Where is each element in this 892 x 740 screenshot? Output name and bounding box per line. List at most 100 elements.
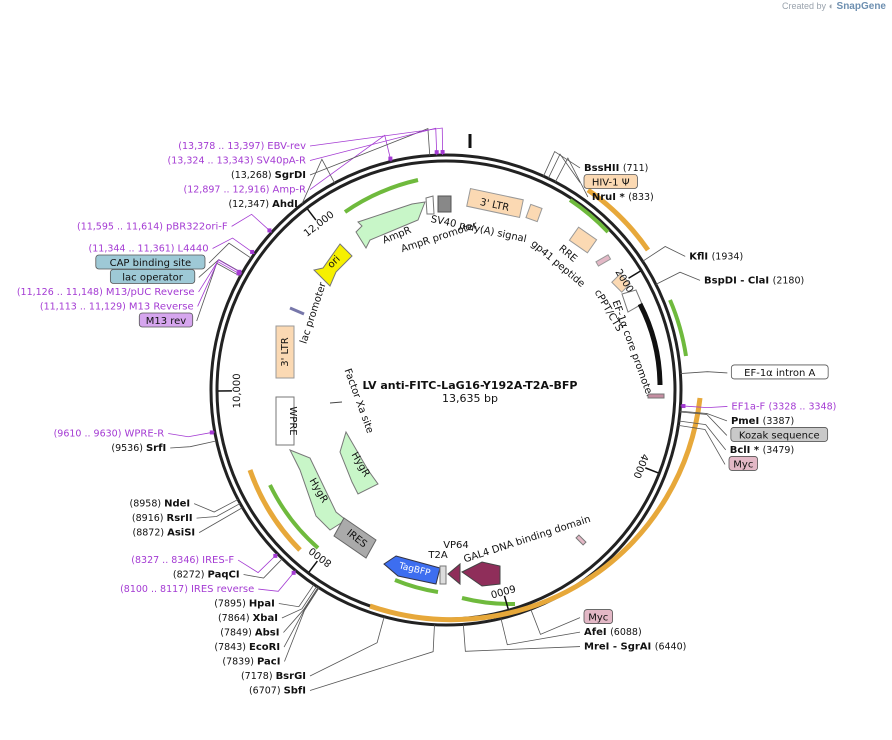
leader-line	[258, 570, 296, 592]
outer-label-text: (7849) AbsI	[220, 628, 279, 639]
tick-mark	[503, 595, 510, 610]
outer-label-text: (8272) PaqCI	[173, 570, 240, 581]
outer-label-text: (11,113 .. 11,129) M13 Reverse	[40, 301, 194, 312]
outer-label-site: BspDI - ClaI (2180)	[655, 271, 804, 286]
label-coord: (7839)	[222, 657, 257, 668]
label-coord: (13,378 .. 13,397)	[178, 141, 267, 152]
orf-arc-green-5	[394, 578, 439, 594]
label-name: AfeI	[584, 627, 610, 638]
tick-label: 4000	[630, 452, 650, 480]
leader-line	[281, 586, 318, 619]
leader-line	[678, 420, 727, 451]
orf-arc-orange-2	[369, 397, 703, 623]
outer-label-text: AfeI (6088)	[584, 627, 642, 638]
tick-mark	[308, 560, 318, 573]
outer-label-site: BclI * (3479)	[678, 420, 794, 456]
outer-label-site: NruI * (833)	[554, 157, 654, 203]
outer-label-site: (6707) SbfI	[249, 624, 435, 697]
orf-arc-green-1	[343, 178, 419, 214]
label-coord: (6088)	[610, 627, 642, 638]
leader-line	[309, 134, 392, 190]
label-name: IRES-F	[202, 555, 234, 566]
leader-line	[198, 507, 243, 533]
outer-label-site: (7895) HpaI	[214, 584, 315, 610]
outer-label-text: BclI * (3479)	[730, 445, 794, 456]
leader-line	[237, 553, 278, 574]
tick-mark	[306, 208, 317, 221]
leader-line	[655, 271, 701, 285]
label-name: PmeI	[731, 416, 763, 427]
leader-line	[231, 213, 272, 233]
outer-label-site: (8272) PaqCI	[173, 558, 283, 581]
primer-mark	[209, 430, 214, 435]
outer-label-site: (9536) SrfI	[111, 440, 217, 454]
outer-label-box: CAP binding site	[95, 242, 252, 270]
feature-kozak	[647, 393, 665, 399]
outer-label-site: KflI (1934)	[642, 246, 743, 262]
leader-line	[168, 431, 215, 438]
feature-box	[583, 609, 614, 624]
outer-label-text: (13,324 .. 13,343) SV40pA-R	[168, 156, 306, 167]
label-coord: (11,126 .. 11,148)	[17, 287, 106, 298]
feature-cppt	[611, 273, 631, 293]
outer-label-text: (8327 .. 8346) IRES-F	[131, 555, 234, 566]
outer-label-text: EF1a-F (3328 .. 3348)	[731, 401, 836, 412]
feature-ampr	[355, 201, 426, 250]
feature-tagbfp	[383, 555, 441, 585]
outer-label-primer: (8327 .. 8346) IRES-F	[131, 553, 278, 574]
outer-label-site: (8872) AsiSI	[133, 507, 243, 539]
outer-label-text: (7178) BsrGI	[241, 671, 306, 682]
label-coord: (8100 .. 8117)	[120, 584, 191, 595]
outer-label-text: PmeI (3387)	[731, 416, 794, 427]
label-wpre: WPRE	[287, 406, 298, 435]
feature-box	[138, 312, 194, 328]
label-coord: (12,347)	[228, 199, 272, 210]
label-coord: (9536)	[111, 443, 146, 454]
outer-label-primer: (13,378 .. 13,397) EBV-rev	[178, 127, 445, 156]
primer-mark	[388, 156, 393, 161]
outer-label-primer: (12,897 .. 12,916) Amp-R	[184, 134, 393, 196]
branding-name: SnapGene	[836, 1, 886, 12]
tick-label: 8000	[307, 545, 334, 569]
label-3-ltr-left: 3' LTR	[280, 337, 291, 367]
feature-t2a	[439, 565, 447, 585]
leader-line	[543, 151, 581, 177]
label-name: EF1a-F	[731, 401, 768, 412]
outer-label-text: (7864) XbaI	[218, 613, 278, 624]
label-coord: (7178)	[241, 671, 276, 682]
leader-line	[679, 411, 728, 436]
leader-line	[284, 587, 320, 662]
outer-label-text: (8916) RsrII	[132, 513, 193, 524]
leader-line	[283, 586, 319, 633]
label-name: AhdI	[272, 199, 298, 210]
leader-line	[309, 616, 385, 677]
label-gal4: GAL4 DNA binding domain	[462, 514, 592, 566]
feature-vp64	[447, 562, 461, 586]
outer-label-site: (8958) NdeI	[130, 499, 239, 513]
primer-mark	[291, 570, 296, 575]
label-name: SbfI	[284, 686, 306, 697]
leader-line	[309, 127, 444, 156]
outer-label-site: (7864) XbaI	[218, 586, 318, 624]
primer-mark	[250, 249, 255, 254]
orf-arc-orange-1	[586, 187, 651, 252]
outer-label-text: KflI (1934)	[689, 251, 743, 262]
feature-box	[109, 269, 196, 284]
label-name: EBV-rev	[267, 141, 306, 152]
label-name: Amp-R	[273, 185, 307, 196]
label-name: AbsI	[255, 628, 280, 639]
outer-label-site: (7849) AbsI	[220, 586, 319, 639]
feature-box	[728, 456, 759, 471]
orf-arcs	[247, 178, 703, 623]
outer-label-text: (11,595 .. 11,614) pBR322ori-F	[77, 221, 228, 232]
primer-mark	[237, 269, 242, 274]
leader-line	[500, 618, 581, 646]
leader-line	[530, 609, 581, 635]
outer-label-box: EF-1α intron A	[680, 364, 829, 380]
feature-box	[730, 427, 829, 442]
tick-mark	[645, 467, 659, 474]
leader-line	[309, 127, 438, 161]
label-coord: (7895)	[214, 599, 249, 610]
outer-label-text: (11,126 .. 11,148) M13/pUC Reverse	[17, 287, 195, 298]
feature-wpre	[275, 396, 295, 446]
